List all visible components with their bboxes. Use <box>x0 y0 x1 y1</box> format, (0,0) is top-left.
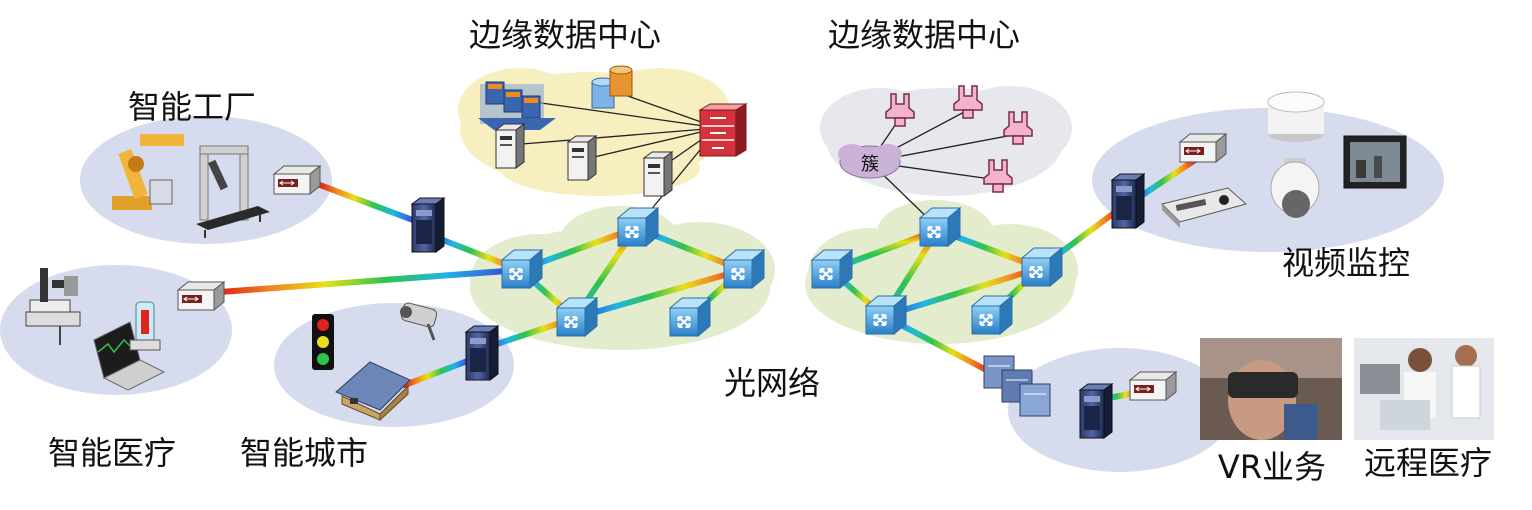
edge-dc-left-label: 边缘数据中心 <box>469 16 661 54</box>
vr-service-label: VR业务 <box>1218 448 1326 486</box>
assembly-machine-icon <box>196 145 270 238</box>
remote-medical-label: 远程医疗 <box>1364 444 1492 482</box>
switch-icon <box>617 207 659 247</box>
olt-rack-icon <box>465 325 499 381</box>
camera-icon <box>400 302 438 341</box>
olt-rack-icon <box>411 197 445 253</box>
server-icon <box>567 135 597 181</box>
video-surveillance-label: 视频监控 <box>1282 244 1410 282</box>
microscope-icon <box>25 268 81 345</box>
edge-dc-right-label: 边缘数据中心 <box>828 16 1020 54</box>
test-tube-device-icon <box>129 301 161 351</box>
switch-icon <box>971 295 1013 335</box>
smart-medical-label: 智能医疗 <box>48 434 176 472</box>
traffic-light-icon <box>312 314 334 370</box>
onu-device-icon <box>177 281 225 311</box>
onu-device-icon <box>1179 133 1227 163</box>
monitor-icon <box>1343 135 1407 189</box>
link-city <box>402 357 473 388</box>
database-icon <box>591 65 633 109</box>
dome-camera-icon <box>1270 158 1320 218</box>
onu-device-icon <box>1129 371 1177 401</box>
server-icon <box>643 151 673 197</box>
link-medical <box>217 267 523 295</box>
switch-icon <box>723 249 765 289</box>
robot-arm-icon <box>112 134 184 210</box>
router-icon <box>698 103 748 157</box>
house-icon <box>335 361 411 422</box>
olt-rack-icon <box>1111 173 1145 229</box>
server-cluster-icon <box>983 355 1051 417</box>
smart-factory-label: 智能工厂 <box>128 88 256 126</box>
switch-icon <box>501 249 543 289</box>
onu-device-icon <box>273 165 321 195</box>
switch-icon <box>669 297 711 337</box>
smoke-detector-icon <box>1267 91 1325 142</box>
app-servers-icon <box>478 81 556 130</box>
vr-photo <box>1200 338 1342 440</box>
olt-rack-icon <box>1079 383 1113 439</box>
switch-icon <box>865 295 907 335</box>
smart-city-label: 智能城市 <box>240 434 368 472</box>
switch-icon <box>919 207 961 247</box>
cluster-label: 簇 <box>861 154 879 175</box>
remote-medical-photo <box>1354 338 1494 440</box>
cluster-node: 簇 <box>838 144 902 179</box>
control-keyboard-icon <box>1161 187 1248 228</box>
switch-icon <box>811 249 853 289</box>
switch-icon <box>556 297 598 337</box>
switch-icon <box>1021 247 1063 287</box>
optical-network-label: 光网络 <box>724 364 820 402</box>
edge-dc-right-cloud <box>820 86 1072 196</box>
server-icon <box>495 123 525 169</box>
link-factory <box>317 182 421 225</box>
laptop-icon <box>93 321 166 391</box>
